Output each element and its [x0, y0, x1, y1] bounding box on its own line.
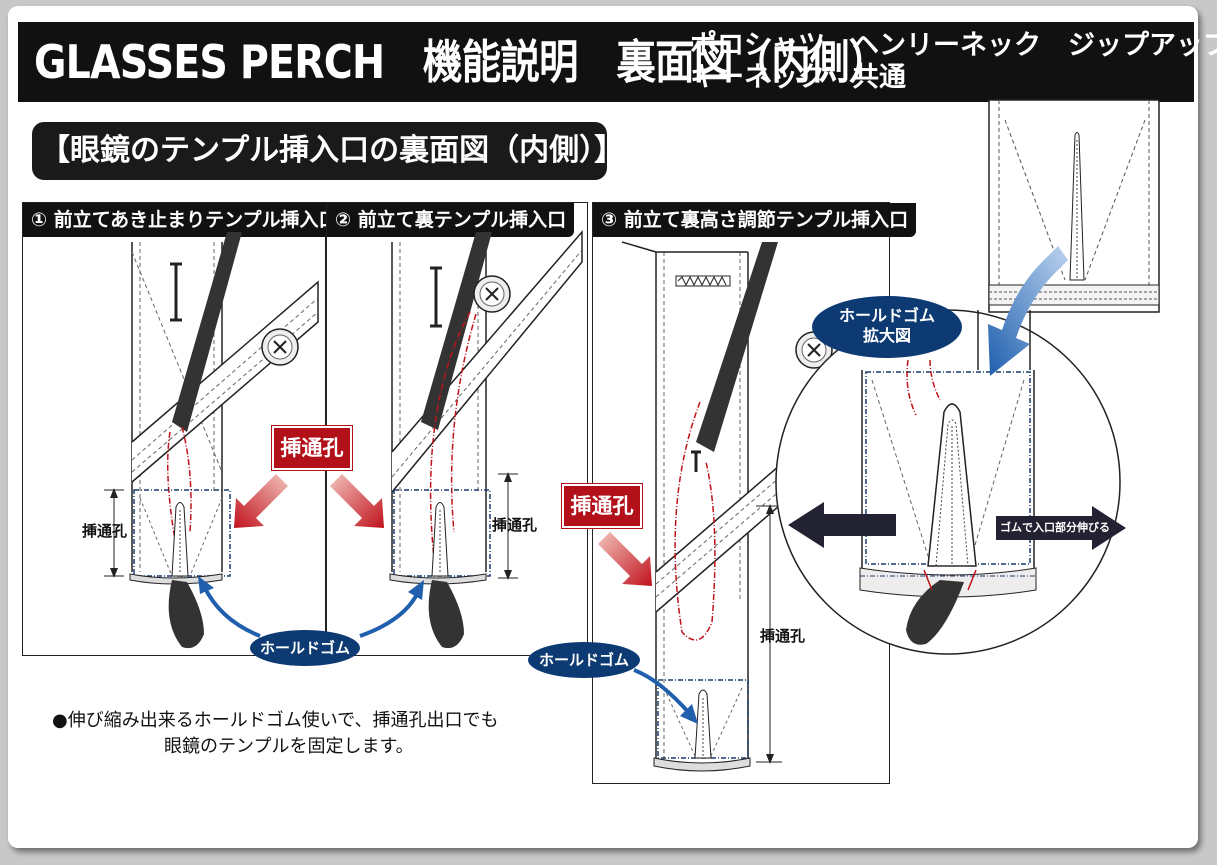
hold-rubber-arrows-1 [198, 576, 424, 638]
zoom-label-line-1: ホールドゴム [838, 306, 935, 325]
panel-3-label: ③ 前立て裏高さ調節テンプル挿入口 [593, 203, 917, 237]
panel-1-label: ① 前立てあき止まりテンプル挿入口 [23, 203, 346, 237]
stretch-note: ゴムで入口部分伸びる [1000, 521, 1110, 534]
button-icon-2 [473, 275, 511, 313]
subtitle-line-2: キーネック 共通 [690, 62, 906, 93]
insertion-hole-callout-2: 挿通孔 [562, 484, 642, 528]
callout-2-arrow [598, 532, 652, 586]
zipper-pull-icon [170, 262, 182, 322]
panel-3-illustration [621, 241, 889, 772]
button-icon-3 [795, 331, 833, 369]
hold-rubber-label-1: ホールドゴム [250, 630, 360, 666]
button-icon [261, 328, 299, 366]
hold-rubber-arrow-2 [633, 668, 698, 724]
zoom-pointer-arrow [988, 246, 1068, 376]
panel-2-illustration [389, 229, 583, 649]
hold-rubber-zoom-label: ホールドゴム 拡大図 [812, 296, 962, 358]
hold-rubber-label-2: ホールドゴム [528, 642, 640, 678]
page-title: GLASSES PERCH 機能説明 裏面図（内側） [34, 35, 888, 89]
description-note: ●伸び縮み出来るホールドゴム使いで、挿通孔出口でも 眼鏡のテンプルを固定します。 [52, 708, 498, 760]
note-line-2: 眼鏡のテンプルを固定します。 [164, 736, 414, 757]
panel-3-insertion-hole-dimension: 挿通孔 [760, 627, 806, 645]
header-bar: GLASSES PERCH 機能説明 裏面図（内側） ポロシャツ ヘンリーネック… [18, 22, 1217, 102]
panel-1-illustration [104, 232, 319, 649]
stretch-left-arrow [788, 502, 896, 548]
note-line-1: ●伸び縮み出来るホールドゴム使いで、挿通孔出口でも [52, 710, 499, 731]
elastic-strip-icon [675, 275, 731, 287]
section-title: 【眼鏡のテンプル挿入口の裏面図（内側）】 [32, 122, 624, 180]
zipper-pull-icon-2 [430, 266, 442, 328]
panel-2-label: ② 前立て裏テンプル挿入口 [327, 203, 575, 237]
callout-1-arrows [234, 474, 384, 528]
panel-1-insertion-hole-dimension: 挿通孔 [82, 522, 128, 540]
adjust-hook-icon [691, 450, 701, 472]
zoom-label-line-2: 拡大図 [862, 326, 911, 345]
stretch-right-arrow [996, 506, 1126, 550]
panel-2-insertion-hole-dimension: 挿通孔 [492, 516, 538, 534]
insertion-hole-callout-1: 挿通孔 [272, 426, 352, 470]
subtitle-line-1: ポロシャツ ヘンリーネック ジップアップ [690, 30, 1217, 61]
zoom-circle-illustration [775, 309, 1121, 655]
page-subtitle: ポロシャツ ヘンリーネック ジップアップ キーネック 共通 [690, 30, 1217, 94]
